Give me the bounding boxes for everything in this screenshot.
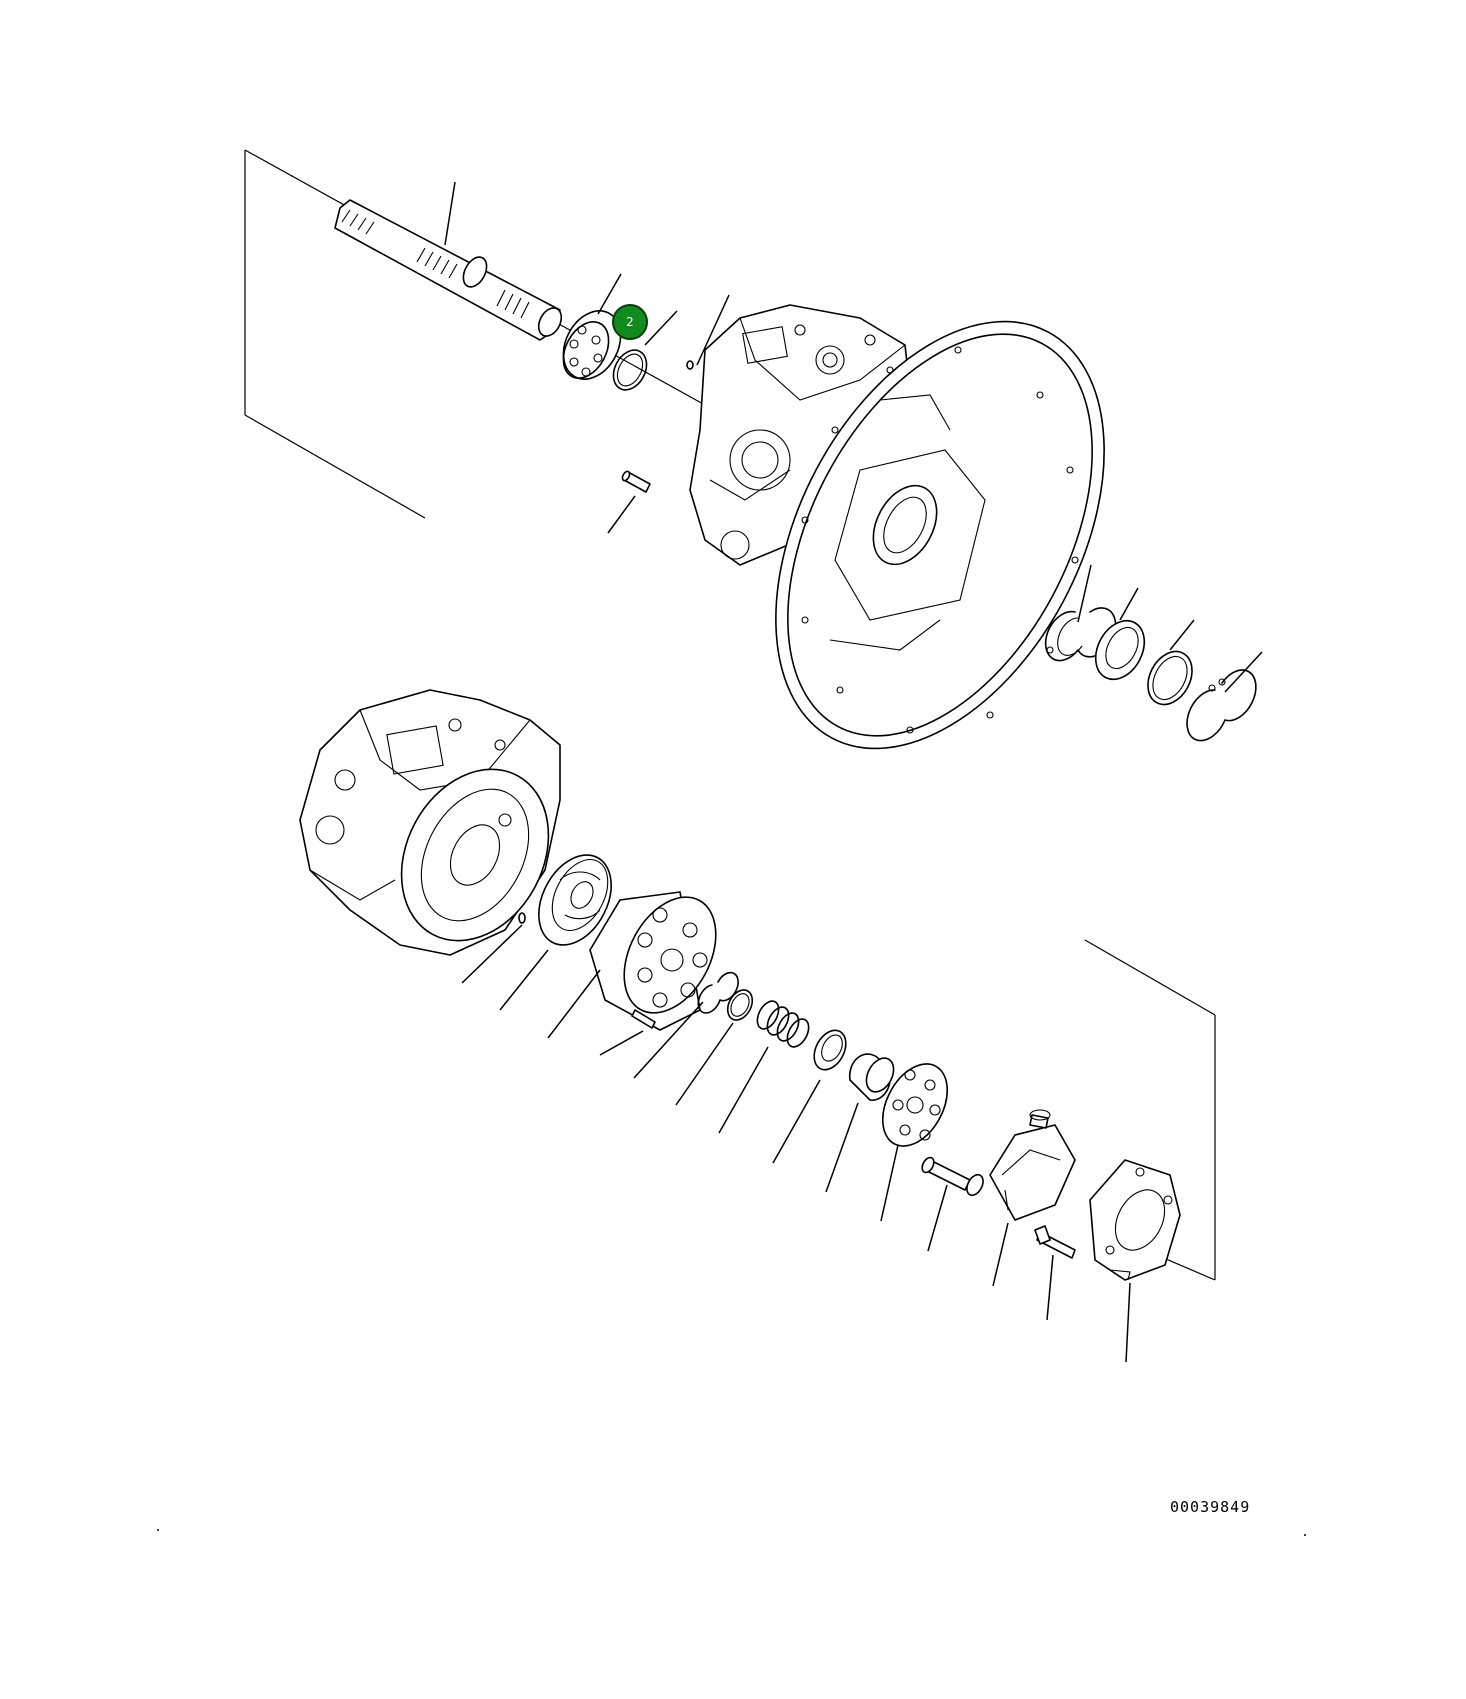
callout-marker[interactable]: 2 xyxy=(612,304,648,340)
retainer-plate xyxy=(881,1063,949,1147)
washer xyxy=(726,989,754,1021)
speck-left xyxy=(157,1529,159,1531)
spring xyxy=(756,1000,810,1048)
valve-plate xyxy=(538,854,612,946)
shim-ring xyxy=(612,349,648,391)
oil-seal xyxy=(1094,619,1146,681)
cylinder-block xyxy=(589,891,717,1031)
mounting-flange xyxy=(775,320,1105,750)
spacer-ring xyxy=(1147,650,1193,706)
bolt xyxy=(1034,1225,1076,1259)
pin-lower xyxy=(631,1009,656,1029)
retainer xyxy=(813,1029,847,1071)
piston xyxy=(921,1156,984,1197)
servo-cover xyxy=(1089,1159,1181,1281)
snap-ring-upper xyxy=(1044,607,1117,662)
retaining-ring xyxy=(697,971,739,1014)
bearing xyxy=(562,310,622,380)
spherical-bushing xyxy=(848,1053,895,1101)
small-pin-lower xyxy=(518,912,526,924)
drawing-number: 00039849 xyxy=(1170,1498,1251,1516)
swash-plate xyxy=(989,1109,1076,1221)
callout-label: 2 xyxy=(626,315,634,329)
drive-shaft xyxy=(334,199,563,341)
small-o-ring xyxy=(686,360,694,370)
speck-right xyxy=(1304,1534,1306,1536)
leader-lines xyxy=(444,181,1263,1363)
pump-housing-lower xyxy=(299,689,561,956)
circlip-upper xyxy=(1186,669,1257,742)
dowel-pin xyxy=(621,470,651,493)
